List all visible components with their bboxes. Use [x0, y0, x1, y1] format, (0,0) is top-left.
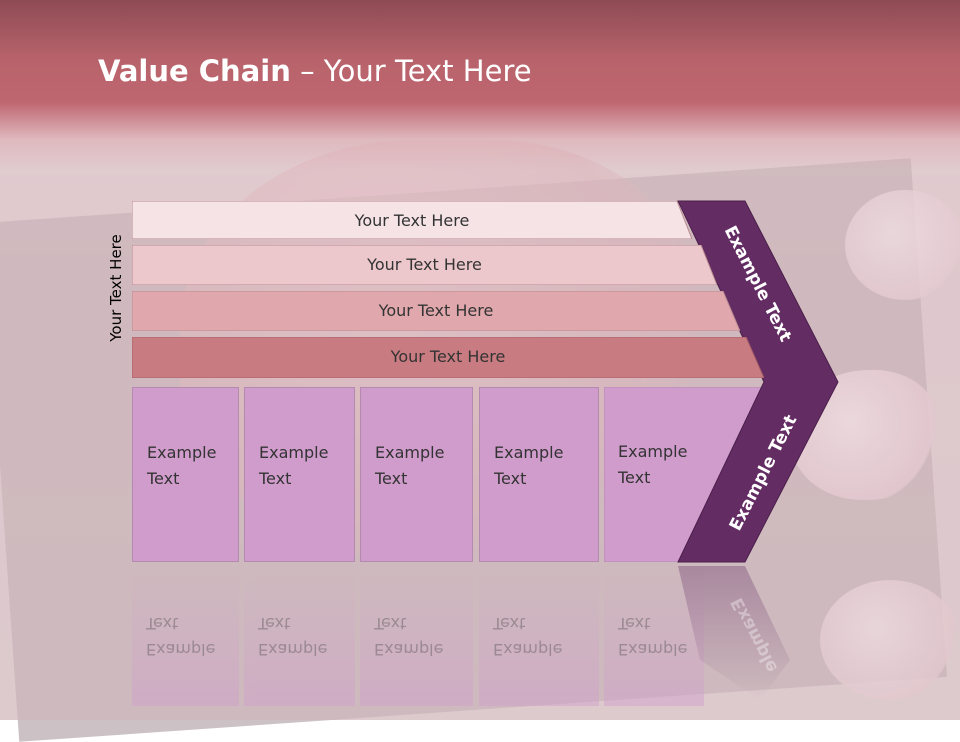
box-reflection: Example Text	[132, 566, 239, 706]
example-box-1[interactable]: Example Text	[132, 387, 239, 562]
example-box-5[interactable]: Example Text	[604, 387, 762, 562]
value-bar-label: Your Text Here	[354, 210, 470, 230]
reflection-line-1: Example	[146, 640, 216, 659]
box-reflection: Example Text	[604, 566, 704, 706]
box-line-1: Example	[618, 442, 688, 461]
box-reflection: Example Text	[244, 566, 355, 706]
box-line-1: Example	[147, 443, 217, 462]
value-bar-4[interactable]: Your Text Here	[132, 337, 764, 378]
slide-title[interactable]: Value Chain – Your Text Here	[98, 54, 532, 88]
reflection-line-1: Example	[258, 640, 328, 659]
reflection-line-2: Text	[146, 614, 179, 633]
box-line-1: Example	[259, 443, 329, 462]
box-line-2: Text	[259, 469, 292, 488]
example-box-4[interactable]: Example Text	[479, 387, 599, 562]
title-rest: – Your Text Here	[290, 54, 532, 88]
reflection-line-2: Text	[374, 614, 407, 633]
box-line-2: Text	[618, 468, 651, 487]
value-bar-2[interactable]: Your Text Here	[132, 245, 717, 285]
reflection-line-1: Example	[493, 640, 563, 659]
reflection-line-2: Text	[258, 614, 291, 633]
side-label-text: Your Text Here	[107, 233, 125, 342]
value-bar-label: Your Text Here	[378, 300, 494, 320]
value-bar-1[interactable]: Your Text Here	[132, 201, 692, 239]
reflection-line-1: Example	[374, 640, 444, 659]
title-bold: Value Chain	[98, 54, 291, 88]
box-line-1: Example	[494, 443, 564, 462]
box-line-2: Text	[494, 469, 527, 488]
title-banner	[0, 0, 960, 170]
value-bar-3[interactable]: Your Text Here	[132, 291, 740, 331]
value-bar-label: Your Text Here	[390, 346, 506, 366]
reflection-line-2: Text	[618, 614, 651, 633]
reflection-line-2: Text	[493, 614, 526, 633]
box-reflection: Example Text	[360, 566, 473, 706]
side-label[interactable]: Your Text Here	[101, 220, 131, 355]
example-box-2[interactable]: Example Text	[244, 387, 355, 562]
box-line-2: Text	[375, 469, 408, 488]
example-box-3[interactable]: Example Text	[360, 387, 473, 562]
box-line-1: Example	[375, 443, 445, 462]
box-line-2: Text	[147, 469, 180, 488]
reflection-line-1: Example	[618, 640, 688, 659]
box-reflection: Example Text	[479, 566, 599, 706]
value-bar-label: Your Text Here	[367, 254, 482, 274]
